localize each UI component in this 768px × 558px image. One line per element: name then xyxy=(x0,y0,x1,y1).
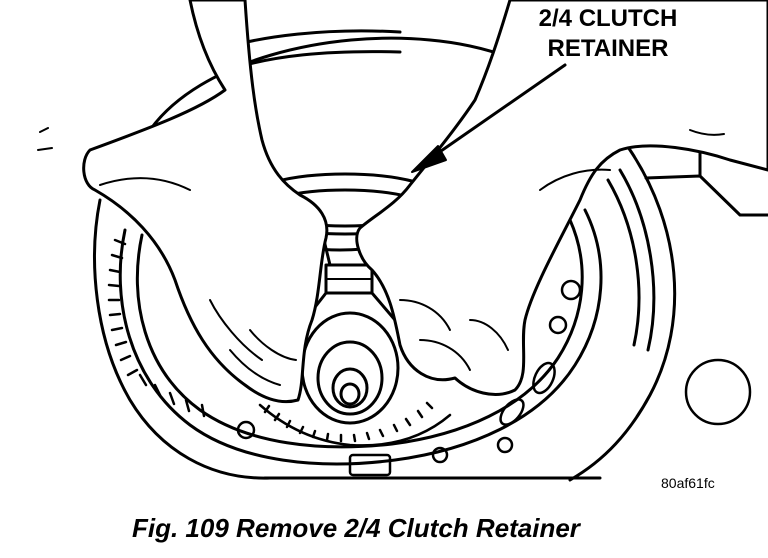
clutch-retainer-callout: 2/4 CLUTCH RETAINER xyxy=(512,4,704,64)
case-bore-ring xyxy=(118,208,603,466)
left-hand xyxy=(37,0,329,404)
figure-caption: Fig. 109 Remove 2/4 Clutch Retainer xyxy=(132,513,580,543)
figure-code: 80af61fc xyxy=(661,475,715,491)
case-ports xyxy=(236,279,752,477)
callout-line-1: 2/4 CLUTCH xyxy=(538,5,678,32)
callout-arrow xyxy=(411,63,567,173)
callout-line-2: RETAINER xyxy=(547,35,669,62)
gear-teeth xyxy=(107,238,452,447)
